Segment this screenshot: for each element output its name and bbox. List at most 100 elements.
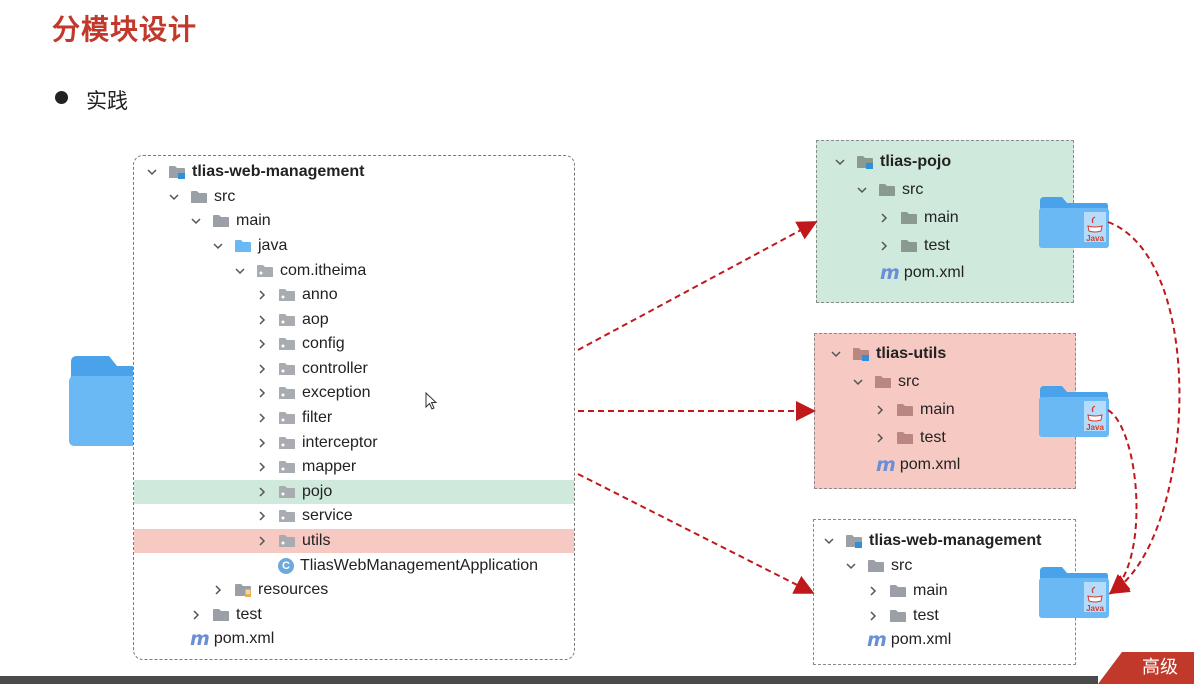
tree-root-label: tlias-web-management [192, 163, 365, 180]
tree-row-exception[interactable]: exception [256, 381, 371, 405]
chevron-down-icon[interactable] [852, 376, 864, 388]
tree-package-mapper-label: mapper [302, 458, 357, 475]
tree-row-filter[interactable]: filter [256, 406, 332, 430]
tree-row-package[interactable]: com.itheima [234, 259, 366, 283]
tree-row-src[interactable]: src [168, 185, 235, 209]
chevron-right-icon[interactable] [256, 437, 268, 449]
module-utils-main-row[interactable]: main [874, 398, 955, 422]
module-pojo-pom: pom.xml [903, 264, 965, 281]
chevron-down-icon[interactable] [834, 156, 846, 168]
chevron-down-icon[interactable] [146, 166, 158, 178]
chevron-right-icon[interactable] [256, 535, 268, 547]
module-pojo-root[interactable]: tlias-pojo [834, 150, 951, 174]
package-icon [278, 485, 296, 499]
chevron-right-icon[interactable] [212, 584, 224, 596]
tree-row-root[interactable]: tlias-web-management [146, 160, 364, 184]
chevron-right-icon[interactable] [878, 212, 890, 224]
chevron-right-icon[interactable] [878, 240, 890, 252]
tree-row-java[interactable]: java [212, 234, 287, 258]
module-pojo-test: test [924, 237, 950, 254]
chevron-down-icon[interactable] [212, 240, 224, 252]
chevron-right-icon[interactable] [256, 338, 268, 350]
module-utils-src-row[interactable]: src [852, 370, 919, 394]
tree-row-interceptor[interactable]: interceptor [256, 431, 378, 455]
chevron-right-icon[interactable] [867, 610, 879, 622]
bottom-bar [0, 676, 1194, 684]
package-icon [256, 264, 274, 278]
tree-row-controller[interactable]: controller [256, 357, 368, 381]
maven-icon: m [876, 454, 896, 476]
module-utils-test-row[interactable]: test [874, 426, 946, 450]
module-pojo-main-row[interactable]: main [878, 206, 959, 230]
chevron-right-icon[interactable] [190, 609, 202, 621]
tree-row-config[interactable]: config [256, 332, 345, 356]
chevron-right-icon[interactable] [256, 387, 268, 399]
tree-row-service[interactable]: service [256, 504, 353, 528]
module-web-src-row[interactable]: src [845, 554, 912, 578]
tree-test-label: test [236, 606, 262, 623]
tree-row-test[interactable]: test [190, 603, 262, 627]
package-icon [278, 386, 296, 400]
folder-icon [896, 431, 914, 445]
class-icon: C [278, 558, 294, 574]
folder-icon [900, 211, 918, 225]
tree-row-mapper[interactable]: mapper [256, 455, 356, 479]
chevron-right-icon[interactable] [256, 412, 268, 424]
tree-row-main[interactable]: main [190, 209, 271, 233]
chevron-right-icon[interactable] [256, 486, 268, 498]
chevron-right-icon[interactable] [867, 585, 879, 597]
folder-icon [889, 609, 907, 623]
chevron-down-icon[interactable] [845, 560, 857, 572]
module-web-name: tlias-web-management [869, 532, 1042, 549]
tree-row-pojo[interactable]: pojo [134, 480, 574, 504]
chevron-right-icon[interactable] [256, 510, 268, 522]
folder-icon [896, 403, 914, 417]
tree-row-resources[interactable]: resources [212, 578, 328, 602]
chevron-right-icon[interactable] [874, 404, 886, 416]
tree-row-anno[interactable]: anno [256, 283, 338, 307]
module-pojo-test-row[interactable]: test [878, 234, 950, 258]
small-java-folder-icon: Java [1038, 385, 1110, 444]
chevron-right-icon[interactable] [256, 461, 268, 473]
chevron-right-icon[interactable] [256, 314, 268, 326]
chevron-down-icon[interactable] [823, 535, 835, 547]
package-icon [278, 436, 296, 450]
chevron-down-icon[interactable] [234, 265, 246, 277]
chevron-right-icon[interactable] [874, 432, 886, 444]
module-web-main-row[interactable]: main [867, 579, 948, 603]
arrow-pojo-to-web [1107, 221, 1181, 595]
chevron-down-icon[interactable] [168, 191, 180, 203]
folder-icon [212, 214, 230, 228]
tree-package-config-label: config [302, 335, 345, 352]
tree-package-service-label: service [302, 507, 353, 524]
tree-package-aop-label: aop [302, 311, 329, 328]
module-web-root[interactable]: tlias-web-management [823, 529, 1041, 553]
folder-icon [212, 608, 230, 622]
module-pojo-src-row[interactable]: src [856, 178, 923, 202]
svg-text:Java: Java [1086, 604, 1104, 613]
module-web-test-row[interactable]: test [867, 604, 939, 628]
tree-row-aop[interactable]: aop [256, 308, 329, 332]
module-utils-name: tlias-utils [876, 345, 947, 362]
tree-row-app-class[interactable]: C TliasWebManagementApplication [256, 554, 538, 578]
tree-main-label: main [236, 212, 271, 229]
tree-package-filter-label: filter [302, 409, 333, 426]
chevron-right-icon[interactable] [256, 363, 268, 375]
package-icon [278, 337, 296, 351]
small-java-folder-icon: Java [1038, 566, 1110, 625]
folder-icon [878, 183, 896, 197]
module-utils-root[interactable]: tlias-utils [830, 342, 946, 366]
maven-icon: m [880, 262, 900, 284]
tree-pom-label: pom.xml [213, 630, 275, 647]
chevron-down-icon[interactable] [190, 215, 202, 227]
tree-row-utils[interactable]: utils [134, 529, 574, 553]
chevron-down-icon[interactable] [830, 348, 842, 360]
chevron-right-icon[interactable] [256, 289, 268, 301]
tree-app-class-label: TliasWebManagementApplication [300, 557, 539, 574]
tree-package-exception-label: exception [302, 384, 371, 401]
chevron-down-icon[interactable] [856, 184, 868, 196]
